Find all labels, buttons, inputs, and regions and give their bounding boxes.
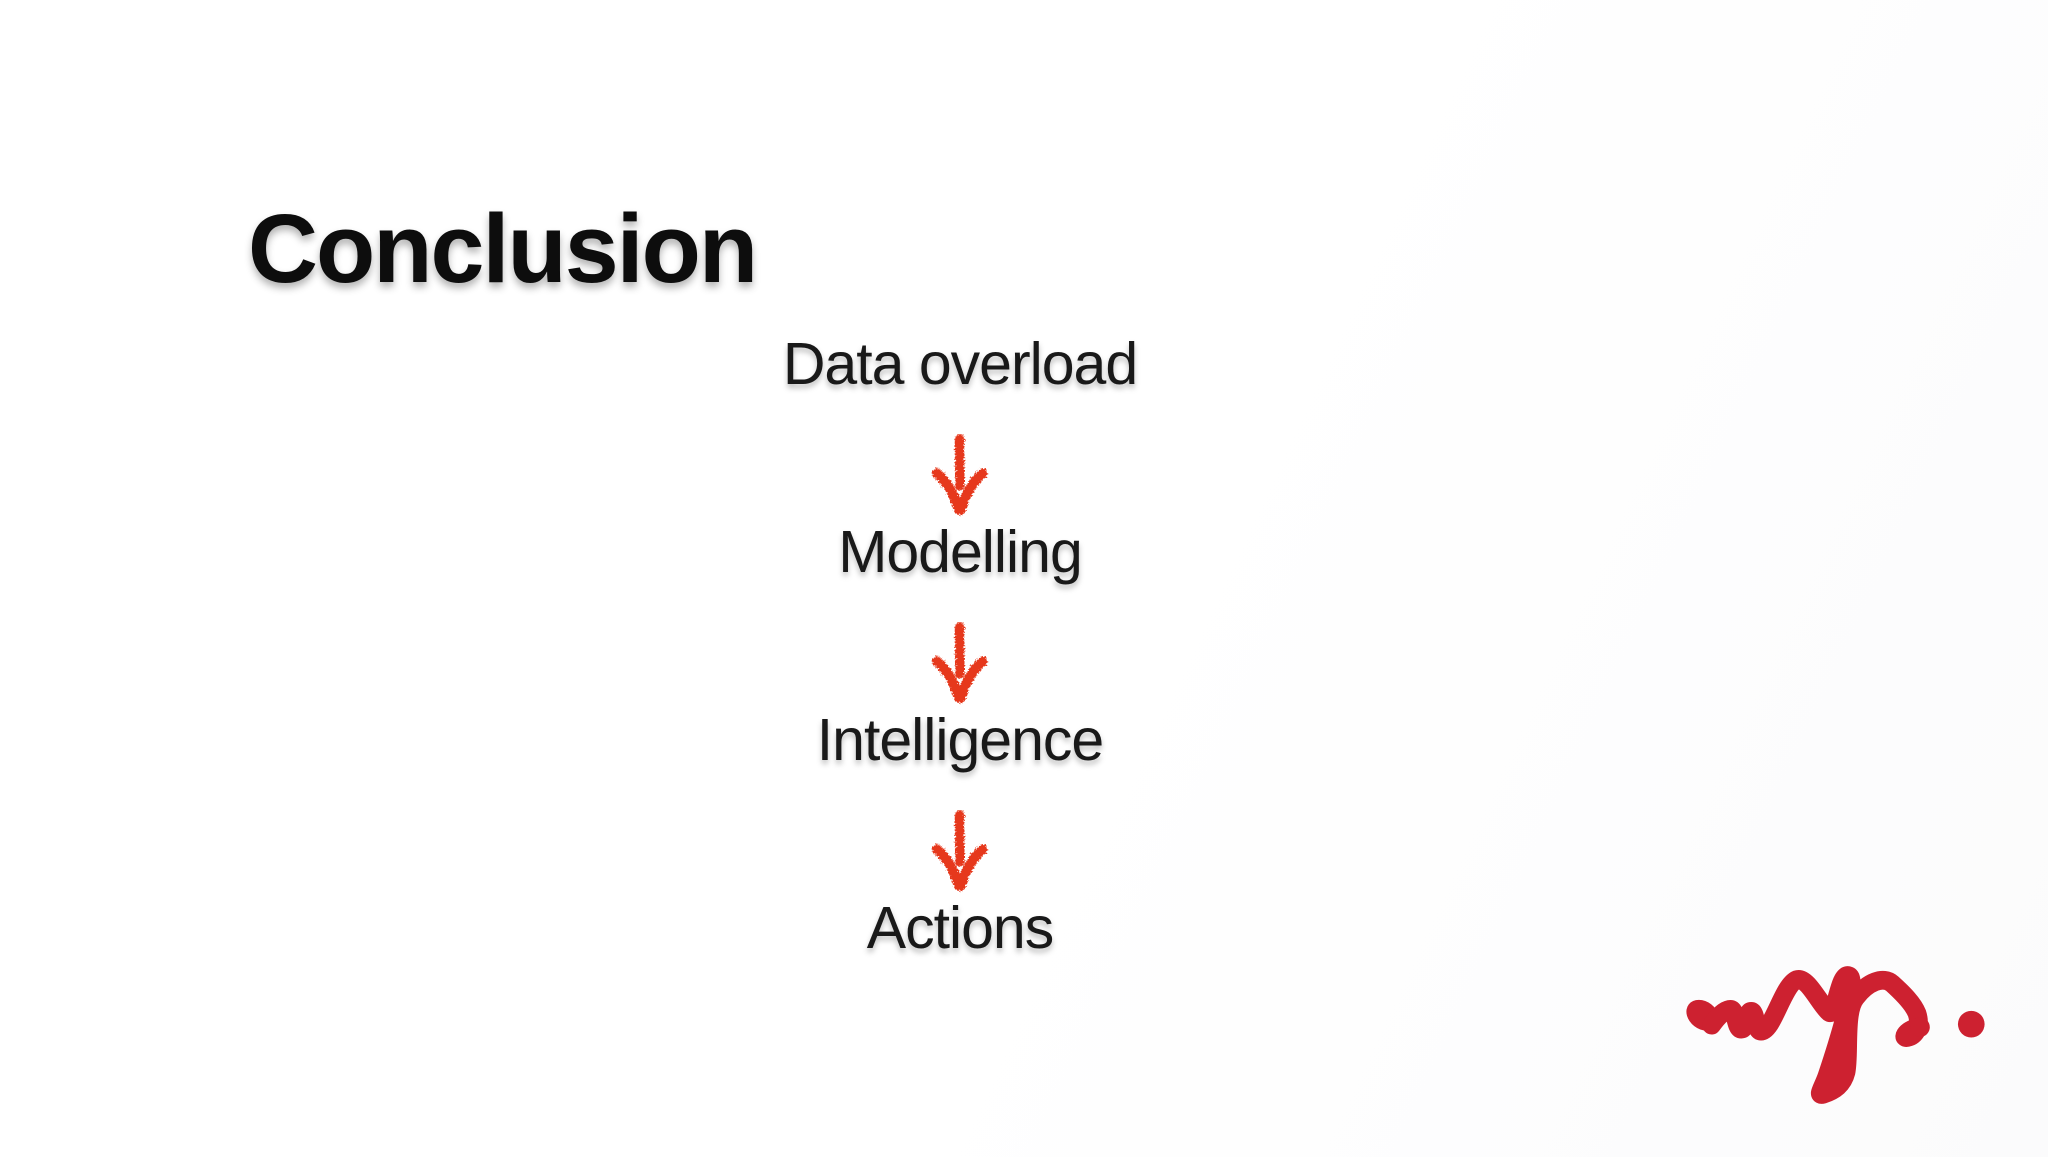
flow-step-actions: Actions xyxy=(866,895,1054,961)
down-arrow-icon xyxy=(925,434,995,518)
down-arrow-icon xyxy=(925,622,995,706)
flow-diagram: Data overload Modelling Intelligence Act… xyxy=(782,324,1138,968)
slide-title: Conclusion xyxy=(248,193,758,303)
flow-step-data-overload: Data overload xyxy=(782,331,1138,397)
wys-logo xyxy=(1686,966,1985,1104)
flow-step-modelling: Modelling xyxy=(838,519,1083,585)
down-arrow-icon xyxy=(925,810,995,894)
flow-step-intelligence: Intelligence xyxy=(816,707,1104,773)
